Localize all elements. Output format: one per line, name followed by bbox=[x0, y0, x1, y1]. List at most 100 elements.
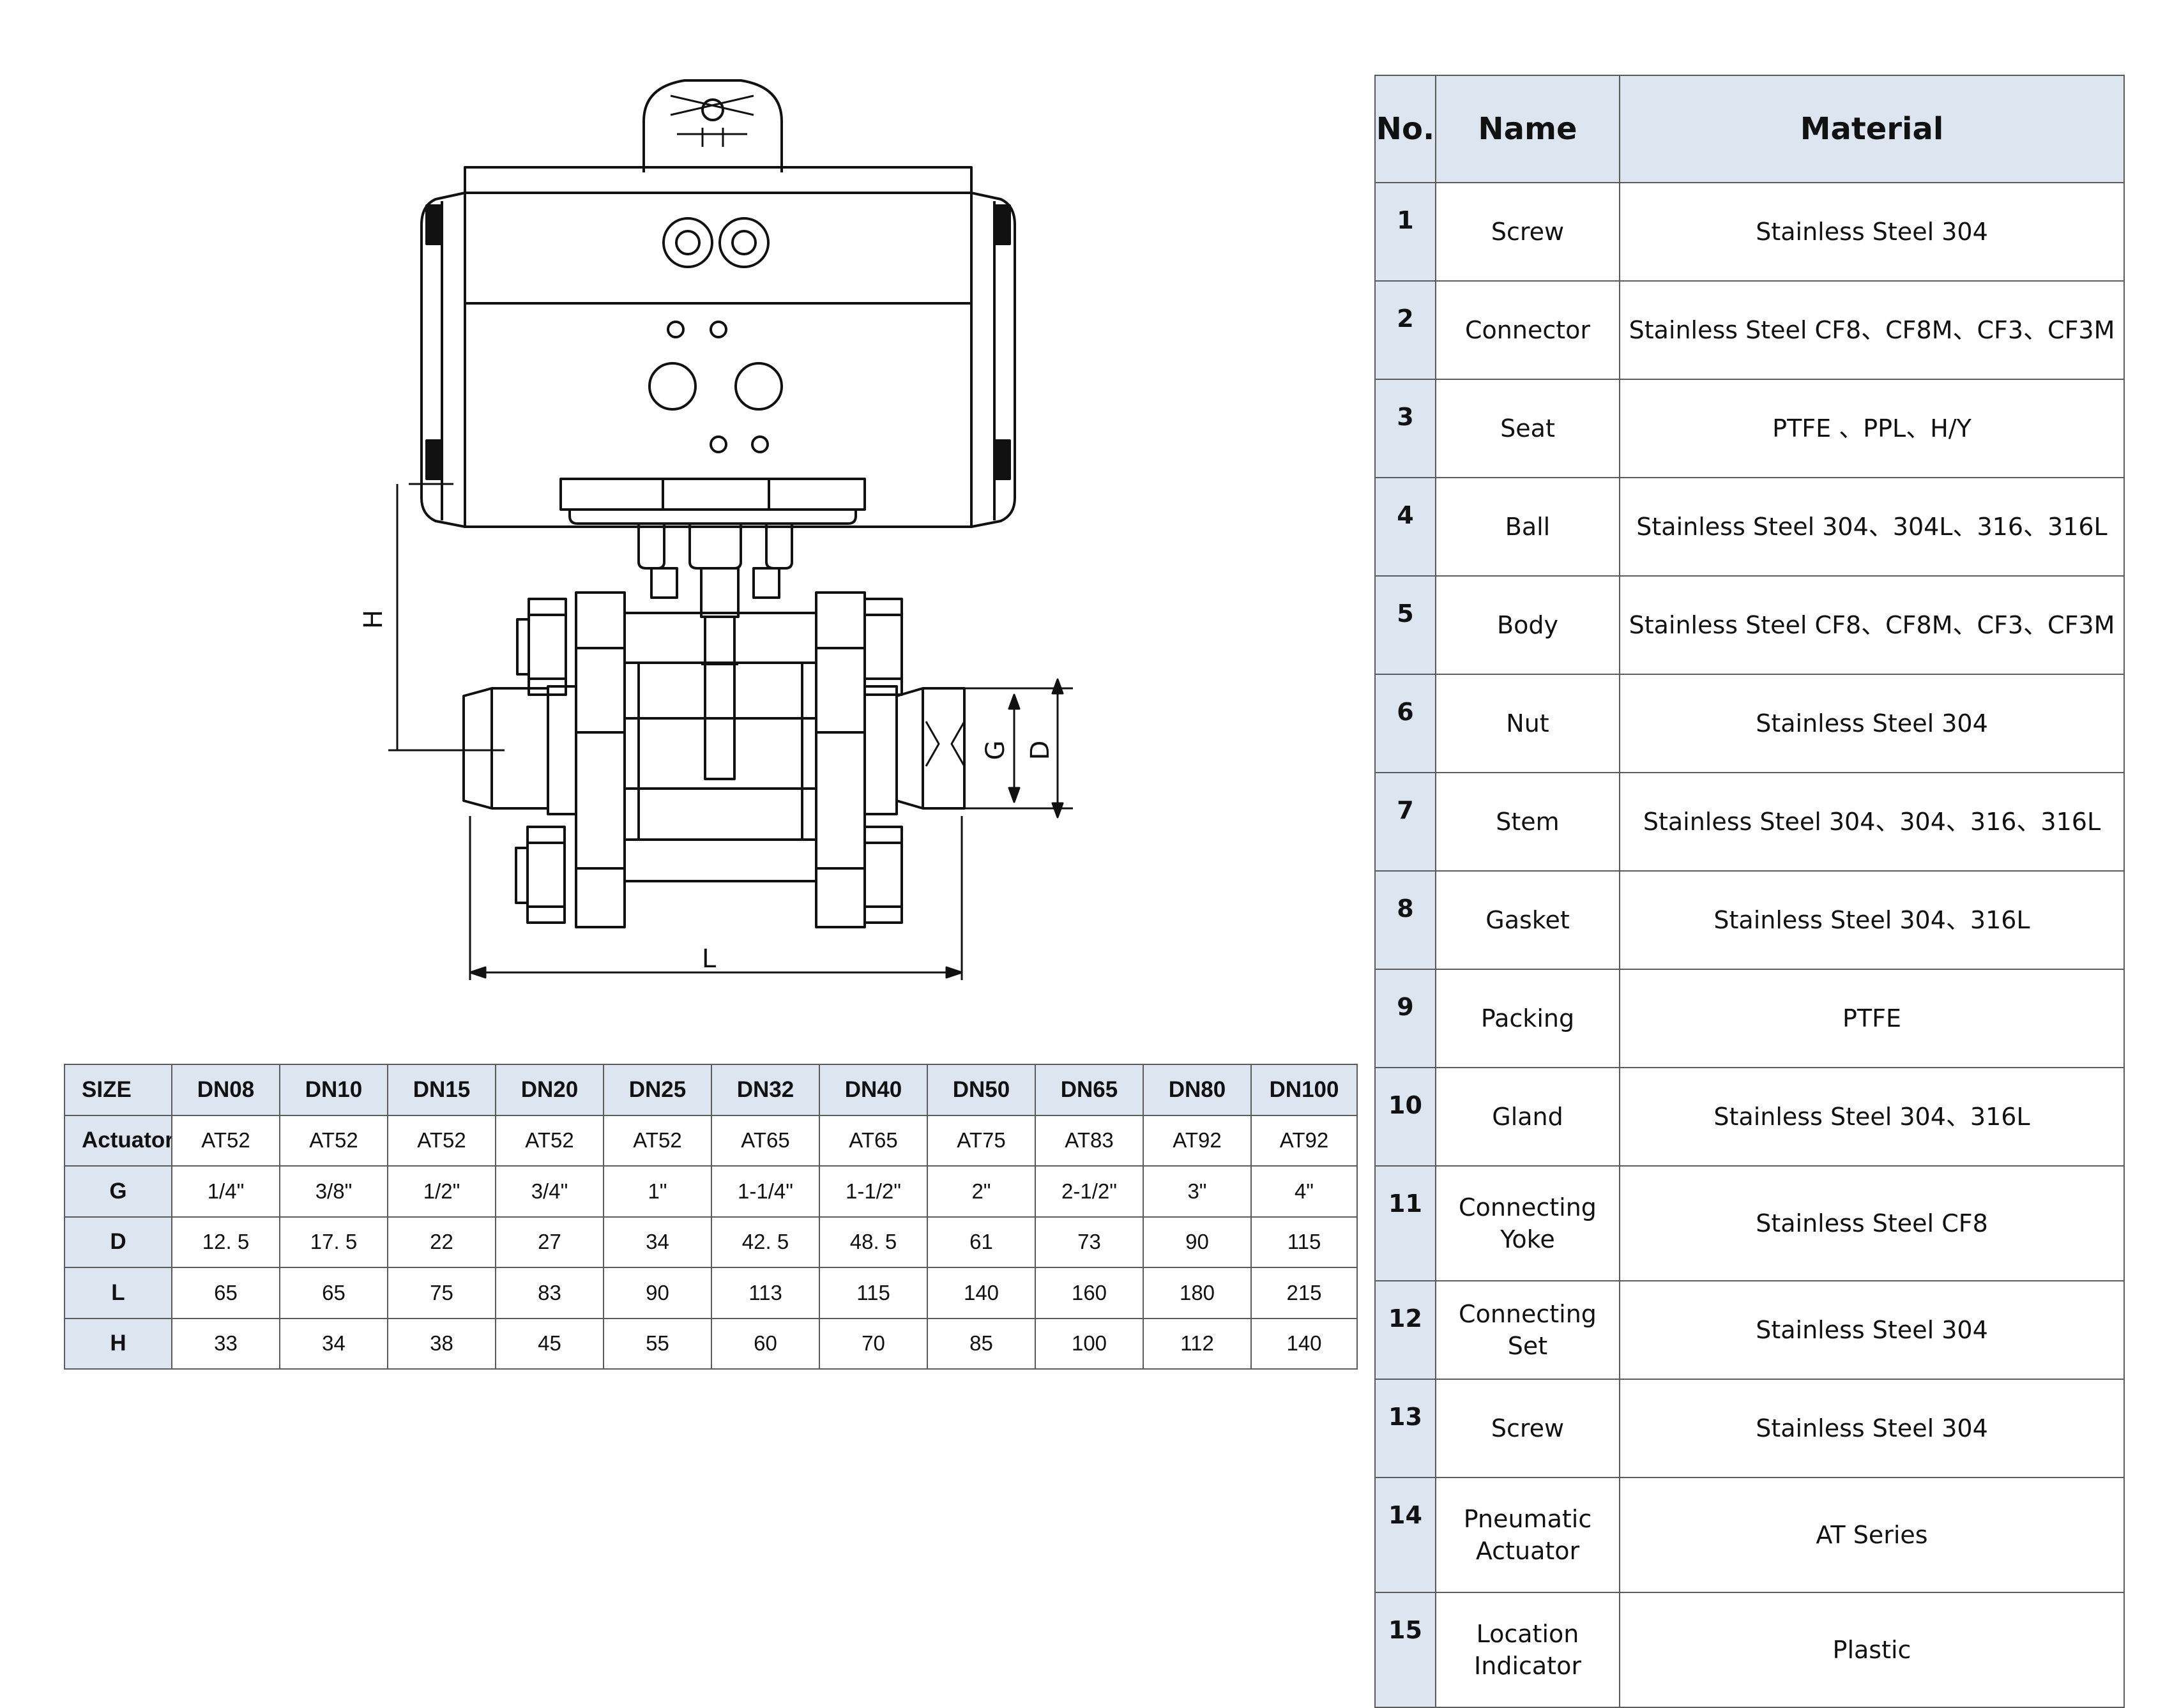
size-header-label: SIZE bbox=[64, 1064, 172, 1116]
size-cell: AT92 bbox=[1143, 1114, 1252, 1167]
valve-body bbox=[462, 591, 966, 928]
material-row-name: Seat bbox=[1435, 379, 1620, 478]
size-cell: 3/8" bbox=[279, 1165, 388, 1218]
material-row-name: Body bbox=[1435, 575, 1620, 675]
material-row-name: Pneumatic Actuator bbox=[1435, 1477, 1620, 1593]
size-header-row: SIZE DN08 DN10 DN15 DN20 DN25 DN32 DN40 … bbox=[64, 1064, 1358, 1116]
size-cell: 61 bbox=[927, 1216, 1036, 1268]
material-row-name: Connector bbox=[1435, 280, 1620, 380]
material-row-no: 12 bbox=[1374, 1280, 1436, 1380]
size-cell: 17. 5 bbox=[279, 1216, 388, 1268]
size-cell: 48. 5 bbox=[819, 1216, 928, 1268]
size-cell: 65 bbox=[171, 1267, 280, 1319]
actuator-body bbox=[420, 166, 1016, 528]
location-indicator bbox=[642, 79, 783, 172]
material-row-material: Stainless Steel 304、316L bbox=[1619, 1067, 2125, 1167]
size-cell: 215 bbox=[1250, 1267, 1358, 1319]
material-row-no: 14 bbox=[1374, 1477, 1436, 1593]
size-cell: 90 bbox=[1143, 1216, 1252, 1268]
material-row-no: 11 bbox=[1374, 1165, 1436, 1281]
material-row-name: Connecting Yoke bbox=[1435, 1165, 1620, 1281]
size-cell: 34 bbox=[279, 1317, 388, 1370]
material-row-name: Ball bbox=[1435, 477, 1620, 577]
material-row-material: Stainless Steel CF8、CF8M、CF3、CF3M bbox=[1619, 575, 2125, 675]
size-cell: 45 bbox=[495, 1317, 604, 1370]
size-header-cell: DN15 bbox=[387, 1064, 496, 1116]
size-cell: AT52 bbox=[495, 1114, 604, 1167]
size-header-cell: DN25 bbox=[603, 1064, 712, 1116]
size-cell: 42. 5 bbox=[711, 1216, 820, 1268]
material-row-no: 5 bbox=[1374, 575, 1436, 675]
size-cell: 115 bbox=[1250, 1216, 1358, 1268]
size-cell: 85 bbox=[927, 1317, 1036, 1370]
size-cell: 3" bbox=[1143, 1165, 1252, 1218]
size-cell: 73 bbox=[1035, 1216, 1144, 1268]
size-cell: 70 bbox=[819, 1317, 928, 1370]
size-cell: 3/4" bbox=[495, 1165, 604, 1218]
material-row-name: Gasket bbox=[1435, 870, 1620, 970]
material-row-material: PTFE 、PPL、H/Y bbox=[1619, 379, 2125, 478]
size-cell: 1-1/2" bbox=[819, 1165, 928, 1218]
material-row-no: 8 bbox=[1374, 870, 1436, 970]
size-cell: AT52 bbox=[171, 1114, 280, 1167]
material-row-name: Connecting Set bbox=[1435, 1280, 1620, 1380]
size-cell: 55 bbox=[603, 1317, 712, 1370]
size-cell: 60 bbox=[711, 1317, 820, 1370]
material-header-no: No. bbox=[1374, 75, 1436, 183]
size-cell: 83 bbox=[495, 1267, 604, 1319]
size-header-cell: DN100 bbox=[1250, 1064, 1358, 1116]
size-cell: 2" bbox=[927, 1165, 1036, 1218]
size-cell: 1/4" bbox=[171, 1165, 280, 1218]
size-cell: AT65 bbox=[711, 1114, 820, 1167]
size-cell: 100 bbox=[1035, 1317, 1144, 1370]
dim-label-d: D bbox=[1026, 741, 1055, 760]
size-row-label: D bbox=[64, 1216, 172, 1268]
connecting-yoke bbox=[559, 478, 866, 599]
size-cell: 38 bbox=[387, 1317, 496, 1370]
material-row-name: Location Indicator bbox=[1435, 1592, 1620, 1708]
size-header-cell: DN40 bbox=[819, 1064, 928, 1116]
size-header-cell: DN08 bbox=[171, 1064, 280, 1116]
size-cell: 75 bbox=[387, 1267, 496, 1319]
size-row-label: G bbox=[64, 1165, 172, 1218]
size-cell: 12. 5 bbox=[171, 1216, 280, 1268]
size-cell: 33 bbox=[171, 1317, 280, 1370]
material-row-material: Stainless Steel 304、316L bbox=[1619, 870, 2125, 970]
size-row-label: H bbox=[64, 1317, 172, 1370]
size-cell: 34 bbox=[603, 1216, 712, 1268]
material-header-material: Material bbox=[1619, 75, 2125, 183]
dimension-lines bbox=[388, 483, 1073, 980]
dim-label-g: G bbox=[981, 741, 1010, 760]
material-row-no: 7 bbox=[1374, 772, 1436, 872]
size-header-cell: DN50 bbox=[927, 1064, 1036, 1116]
material-row-no: 4 bbox=[1374, 477, 1436, 577]
size-cell: 160 bbox=[1035, 1267, 1144, 1319]
material-row-material: AT Series bbox=[1619, 1477, 2125, 1593]
material-row-no: 6 bbox=[1374, 674, 1436, 773]
size-cell: 112 bbox=[1143, 1317, 1252, 1370]
size-cell: 1" bbox=[603, 1165, 712, 1218]
material-row-name: Screw bbox=[1435, 1379, 1620, 1478]
material-row-no: 2 bbox=[1374, 280, 1436, 380]
size-cell: 65 bbox=[279, 1267, 388, 1319]
size-cell: 113 bbox=[711, 1267, 820, 1319]
material-row-name: Gland bbox=[1435, 1067, 1620, 1167]
size-header-cell: DN65 bbox=[1035, 1064, 1144, 1116]
dim-label-h: H bbox=[359, 610, 388, 629]
size-cell: 4" bbox=[1250, 1165, 1358, 1218]
size-header-cell: DN20 bbox=[495, 1064, 604, 1116]
